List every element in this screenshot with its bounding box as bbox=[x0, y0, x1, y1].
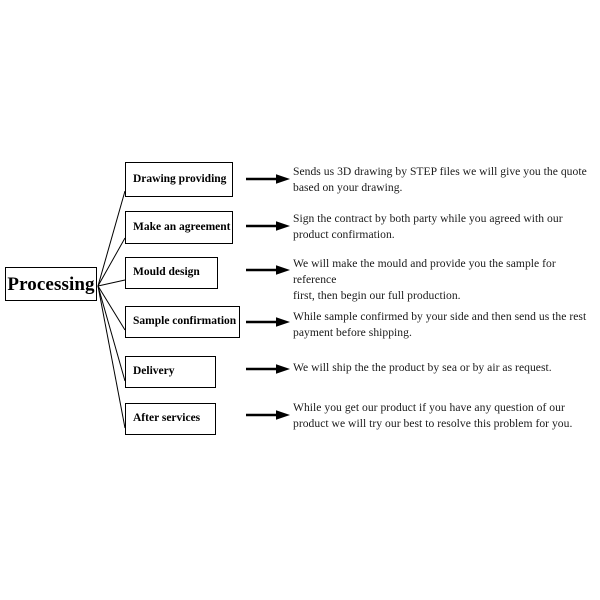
step-box-label: Make an agreement bbox=[133, 220, 231, 233]
step-box-after-services[interactable]: After services bbox=[125, 403, 216, 435]
connector-line-1 bbox=[97, 190, 126, 287]
step-description-6: While you get our product if you have an… bbox=[293, 401, 573, 430]
connector-line-6 bbox=[97, 285, 126, 429]
root-node-label: Processing bbox=[7, 273, 95, 295]
step-box-label: After services bbox=[133, 412, 201, 425]
step-box-sample-confirmation[interactable]: Sample confirmation bbox=[125, 306, 240, 338]
step-box-label: Drawing providing bbox=[133, 172, 227, 185]
arrow-right-icon-4 bbox=[246, 317, 290, 327]
step-description-4: While sample confirmed by your side and … bbox=[293, 310, 587, 339]
step-box-label: Sample confirmation bbox=[133, 315, 237, 328]
arrow-right-icon-1 bbox=[246, 174, 290, 184]
step-box-delivery[interactable]: Delivery bbox=[125, 356, 216, 388]
root-node-processing[interactable]: Processing bbox=[5, 267, 97, 301]
arrow-right-icon-2 bbox=[246, 221, 290, 231]
connector-line-2 bbox=[97, 237, 126, 287]
step-description-3: We will make the mould and provide you t… bbox=[293, 257, 556, 302]
arrow-right-icon-5 bbox=[246, 364, 290, 374]
arrow-right-icon-3 bbox=[246, 265, 290, 275]
step-description-2: Sign the contract by both party while yo… bbox=[293, 212, 563, 241]
step-description-1: Sends us 3D drawing by STEP files we wil… bbox=[293, 165, 587, 194]
connector-line-3 bbox=[97, 279, 126, 287]
connector-line-4 bbox=[97, 285, 126, 331]
step-box-make-an-agreement[interactable]: Make an agreement bbox=[125, 211, 233, 244]
step-box-label: Mould design bbox=[133, 266, 200, 279]
step-box-mould-design[interactable]: Mould design bbox=[125, 257, 218, 289]
step-box-drawing-providing[interactable]: Drawing providing bbox=[125, 162, 233, 197]
step-box-label: Delivery bbox=[133, 365, 175, 378]
step-description-5: We will ship the the product by sea or b… bbox=[293, 361, 552, 374]
connector-line-5 bbox=[97, 285, 126, 382]
arrow-right-icon-6 bbox=[246, 410, 290, 420]
